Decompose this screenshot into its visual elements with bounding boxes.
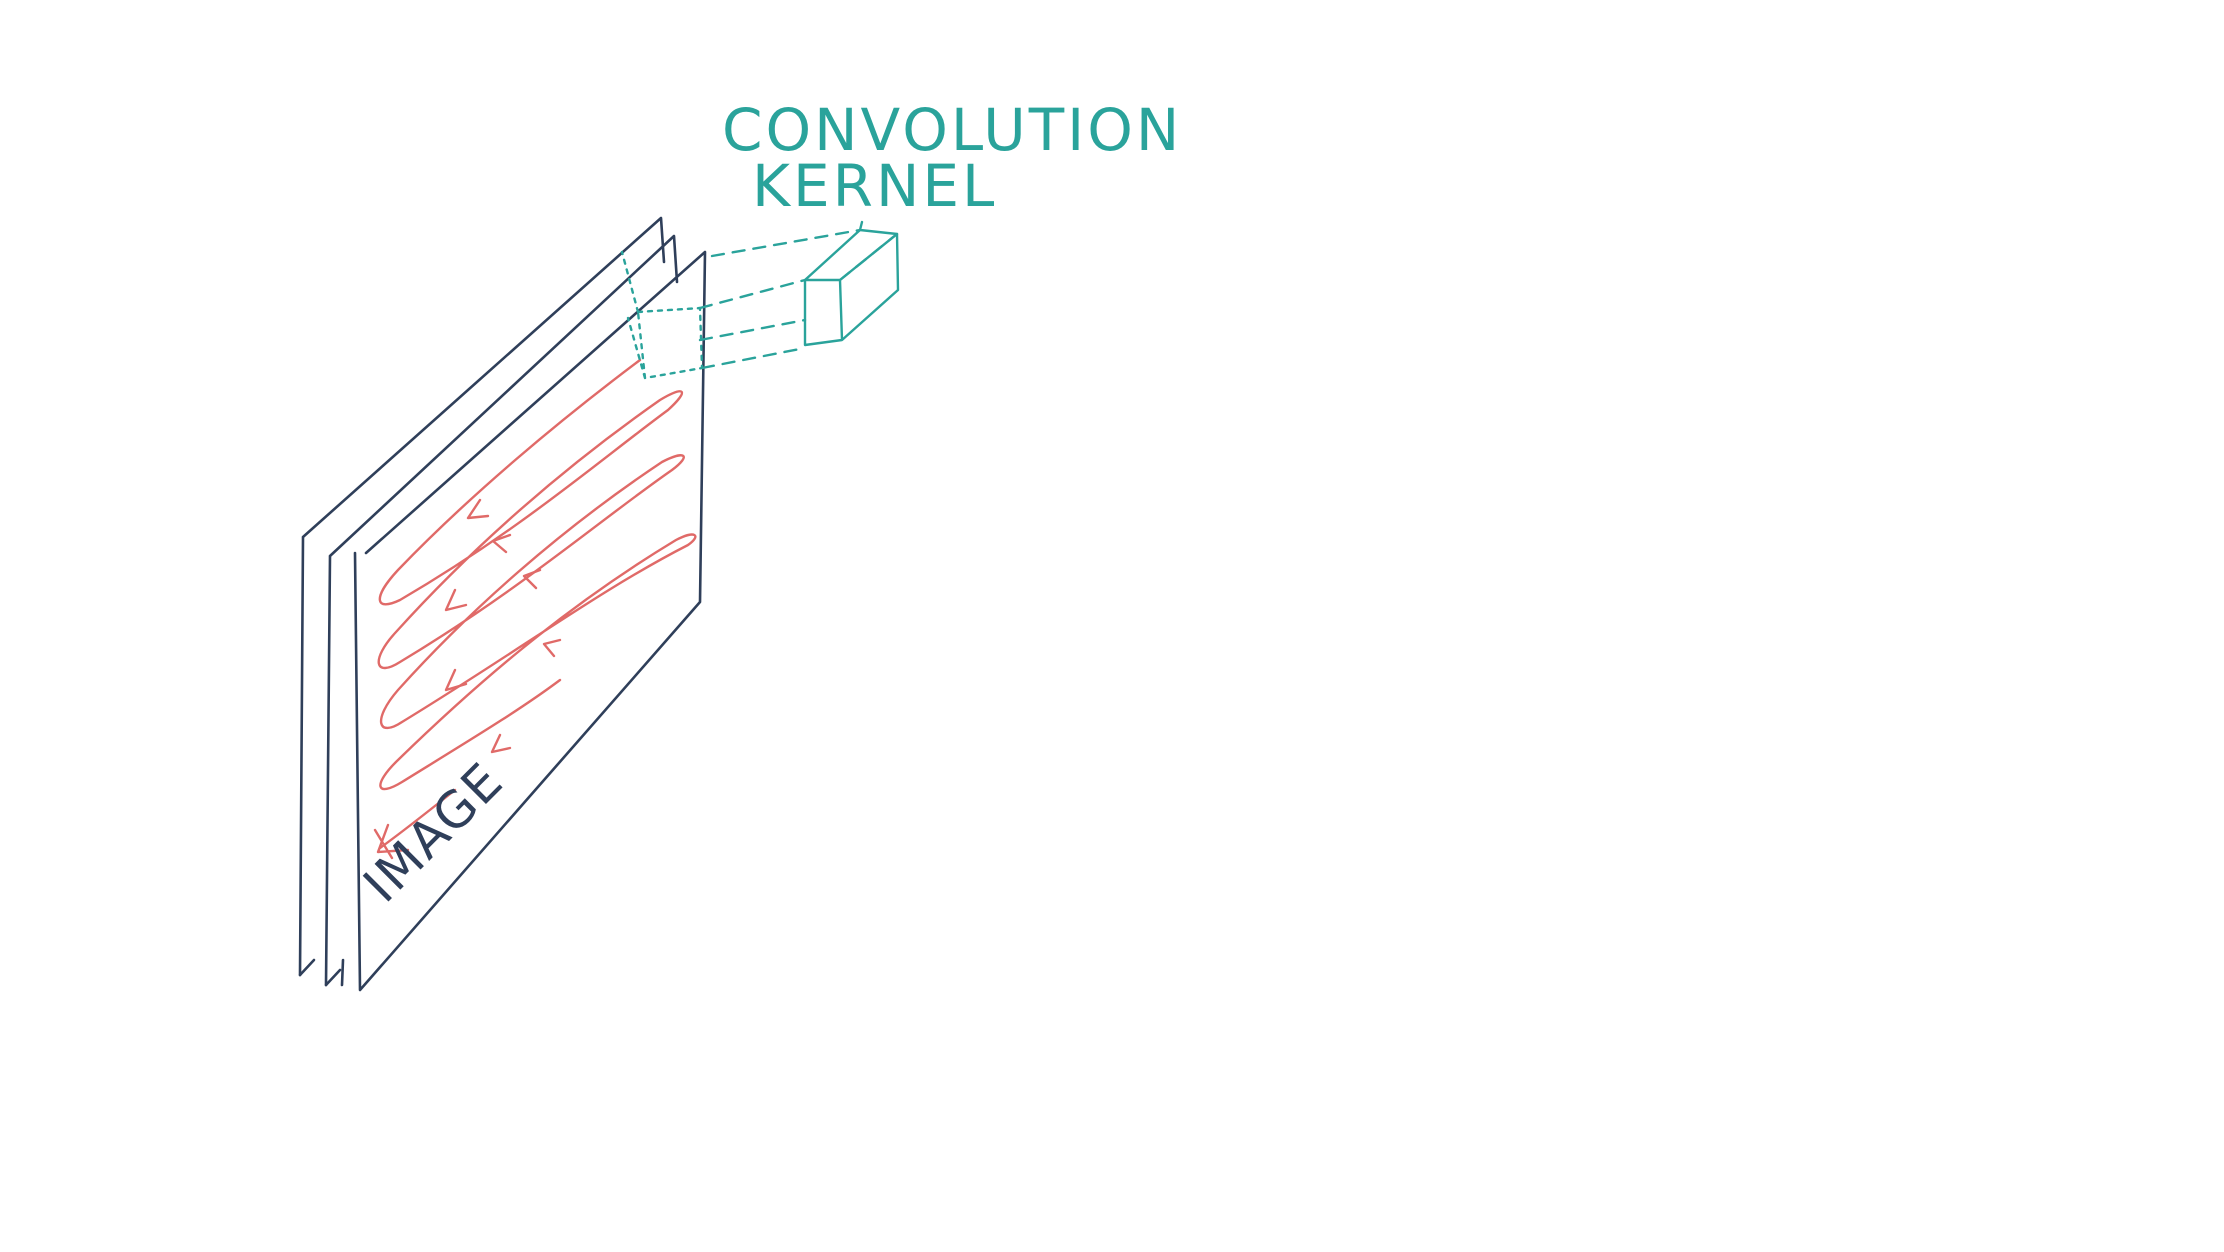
layer-stack-bottom-marks xyxy=(298,958,345,987)
scan-path xyxy=(373,358,697,860)
scan-arrowheads xyxy=(373,498,562,860)
convolution-kernel xyxy=(620,220,900,380)
kernel-label-line2: KERNEL xyxy=(752,152,997,220)
kernel-label-line1: CONVOLUTION xyxy=(722,96,1182,164)
image-layer-middle xyxy=(324,234,679,987)
image-layer-front xyxy=(353,250,707,992)
scan-path-line xyxy=(377,358,697,850)
image-layer-stack xyxy=(298,216,707,992)
kernel-box xyxy=(803,220,900,347)
projection-lines xyxy=(698,228,899,370)
